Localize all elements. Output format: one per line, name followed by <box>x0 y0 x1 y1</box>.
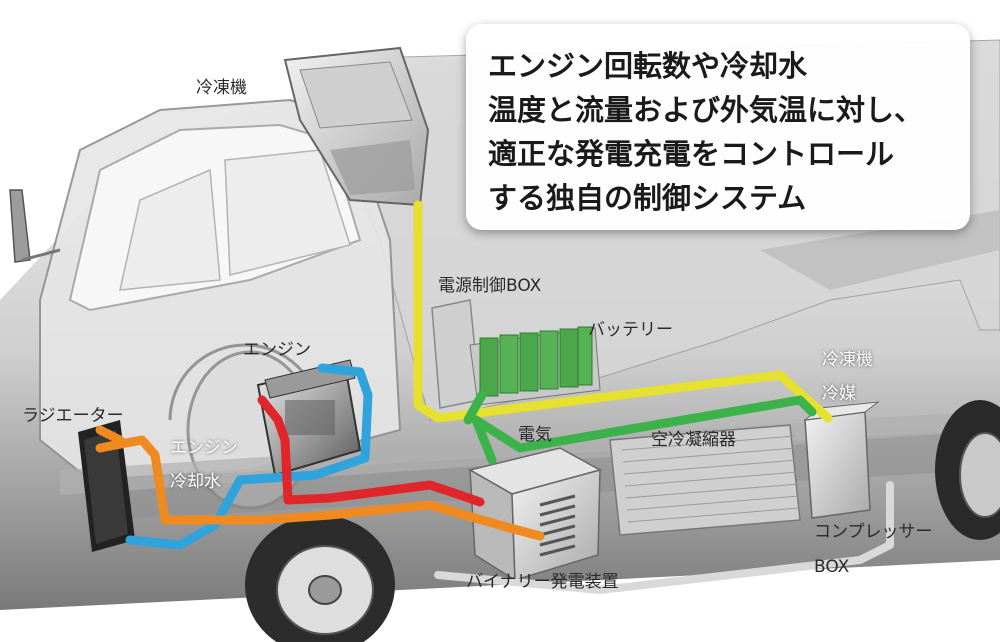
engine-coolant-label-line2: 冷却水 <box>170 472 221 492</box>
power-control-box-label: 電源制御BOX <box>438 276 542 296</box>
refrigerant-label-line2: 冷媒 <box>822 384 856 404</box>
callout-line-3: 適正な発電充電をコントロール <box>488 137 895 171</box>
battery-label: バッテリー <box>588 320 673 340</box>
battery-pack <box>469 326 601 406</box>
binary-generator <box>467 447 602 582</box>
radiator-label: ラジエーター <box>22 406 124 426</box>
refrigerator-unit <box>283 46 430 207</box>
power-line-yellow <box>413 200 833 423</box>
compressor-box-label-line1: コンプレッサー <box>814 522 933 542</box>
callout-line-1: エンジン回転数や冷却水 <box>488 49 808 83</box>
coolant-line-red <box>257 395 485 507</box>
refrigerant-gray-line <box>434 481 894 594</box>
front-wheel <box>245 515 395 642</box>
callout-line-2: 温度と流量および外気温に対し、 <box>488 93 924 127</box>
air-condenser-label: 空冷凝縮器 <box>651 430 736 450</box>
coolant-line-orange <box>95 435 545 541</box>
refrigerant-label-line1: 冷凍機 <box>822 350 873 370</box>
coolant-line-blue <box>125 363 373 550</box>
callout-line-4: する独自の制御システム <box>488 181 807 215</box>
refrigerator-label: 冷凍機 <box>196 78 247 98</box>
electricity-label: 電気 <box>518 425 552 445</box>
engine-coolant-label-line1: エンジン <box>170 438 238 458</box>
air-condenser <box>609 424 801 536</box>
engine-label: エンジン <box>243 340 311 360</box>
electricity-line-green <box>471 395 817 465</box>
rear-wheel <box>935 400 1000 540</box>
binary-generator-label: バイナリー発電装置 <box>466 572 619 592</box>
compressor-box-label-line2: BOX <box>814 557 850 577</box>
radiator <box>78 420 135 552</box>
control-system-callout: エンジン回転数や冷却水 温度と流量および外気温に対し、 適正な発電充電をコントロ… <box>466 24 970 230</box>
